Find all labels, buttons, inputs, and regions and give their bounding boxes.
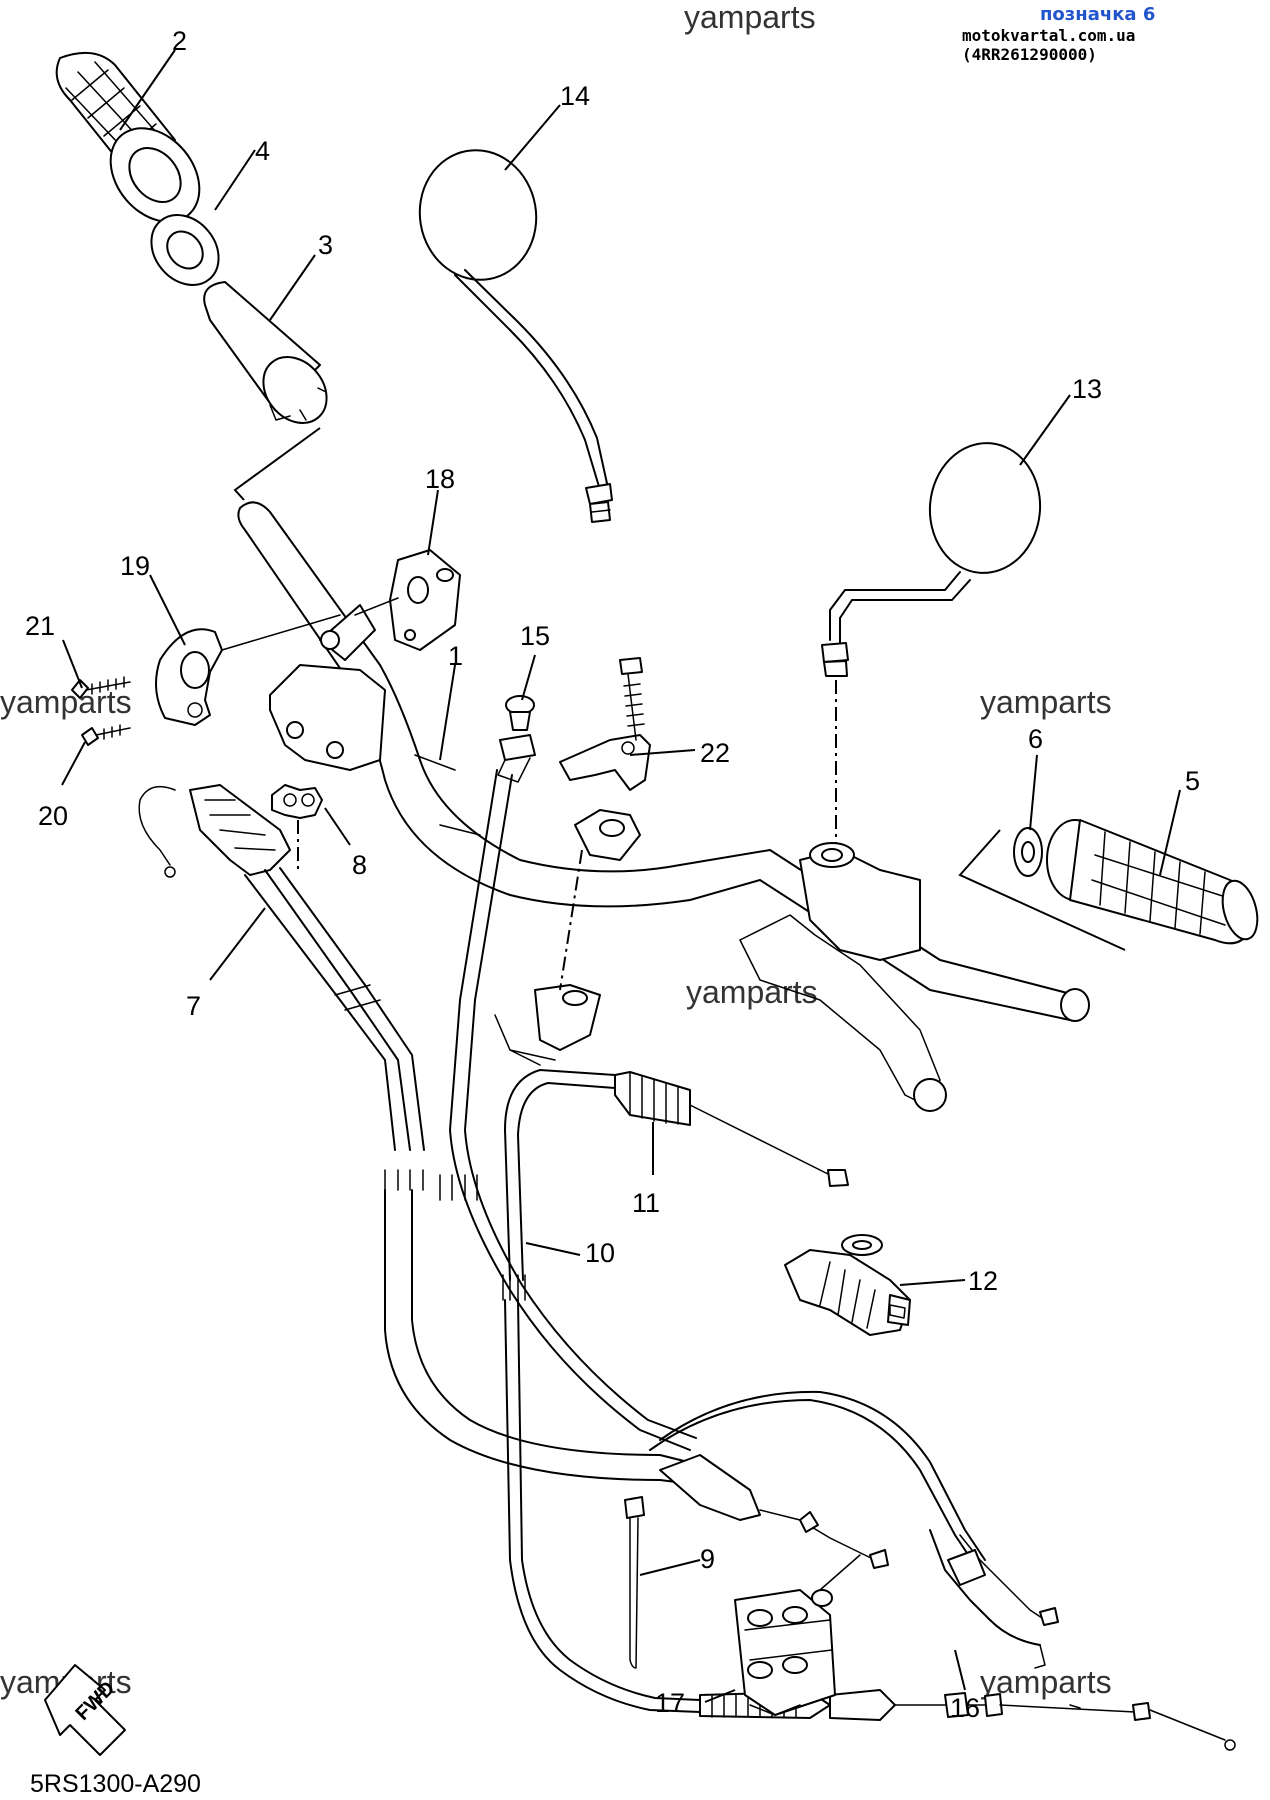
callout-21: 21 [25,611,55,641]
clamp-18-part [389,549,461,651]
screw-21-part [71,676,131,699]
callout-20: 20 [38,801,68,831]
callout-16: 16 [950,1693,980,1723]
callout-6: 6 [1028,724,1043,754]
callout-5: 5 [1185,766,1200,796]
clamp-8-part [271,784,323,819]
callout-14: 14 [560,81,590,111]
washer-6-part [1013,827,1043,877]
left-switch-housing-part [269,604,386,771]
callout-15: 15 [520,621,550,651]
callout-2: 2 [172,26,187,56]
right-lever-assembly-part [739,842,947,1112]
watermark-top: yamparts [684,0,816,35]
cable-guide-17-part [734,1589,836,1716]
right-grip-part [1046,819,1259,945]
header-link[interactable]: позначка 6 [1040,4,1156,25]
callout-11: 11 [632,1188,660,1218]
callout-19: 19 [120,551,150,581]
throttle-cable-7-part [138,784,1059,1669]
callout-4: 4 [255,136,270,166]
diagram-code: 5RS1300-A290 [30,1770,201,1798]
rubber-boot-12-part [784,1234,911,1336]
callout-12: 12 [968,1266,998,1296]
callout-8: 8 [352,850,367,880]
callout-7: 7 [186,991,201,1021]
callout-13: 13 [1072,374,1102,404]
callout-3: 3 [318,230,333,260]
right-mirror-part [821,442,1042,880]
cable-boot-11-part [614,1071,849,1187]
callout-18: 18 [425,464,455,494]
callout-10: 10 [585,1238,615,1268]
watermark-bottom-right: yamparts [980,1664,1112,1700]
screw-20-part [81,724,131,746]
callout-9: 9 [700,1544,715,1574]
lower-holder-part [494,984,601,1066]
callout-17: 17 [655,1688,685,1718]
cable-10-part [502,1069,1236,1751]
bracket-22-part [559,657,651,791]
collar-ring-part [150,214,220,286]
throttle-tube-part [203,281,328,424]
site-reference: motokvartal.com.ua (4RR261290000) [962,26,1136,64]
cable-end-15-part [497,695,536,783]
switch-19-part [155,628,223,726]
watermark-left: yamparts [0,684,132,720]
callout-1: 1 [448,641,463,671]
left-grip-part [55,51,201,223]
watermark-right: yamparts [980,684,1112,720]
callout-22: 22 [700,738,730,768]
cable-15-part [439,769,697,1451]
cable-tie-9-part [624,1496,645,1669]
upper-holder-part [574,809,641,861]
left-mirror-part [418,149,613,523]
